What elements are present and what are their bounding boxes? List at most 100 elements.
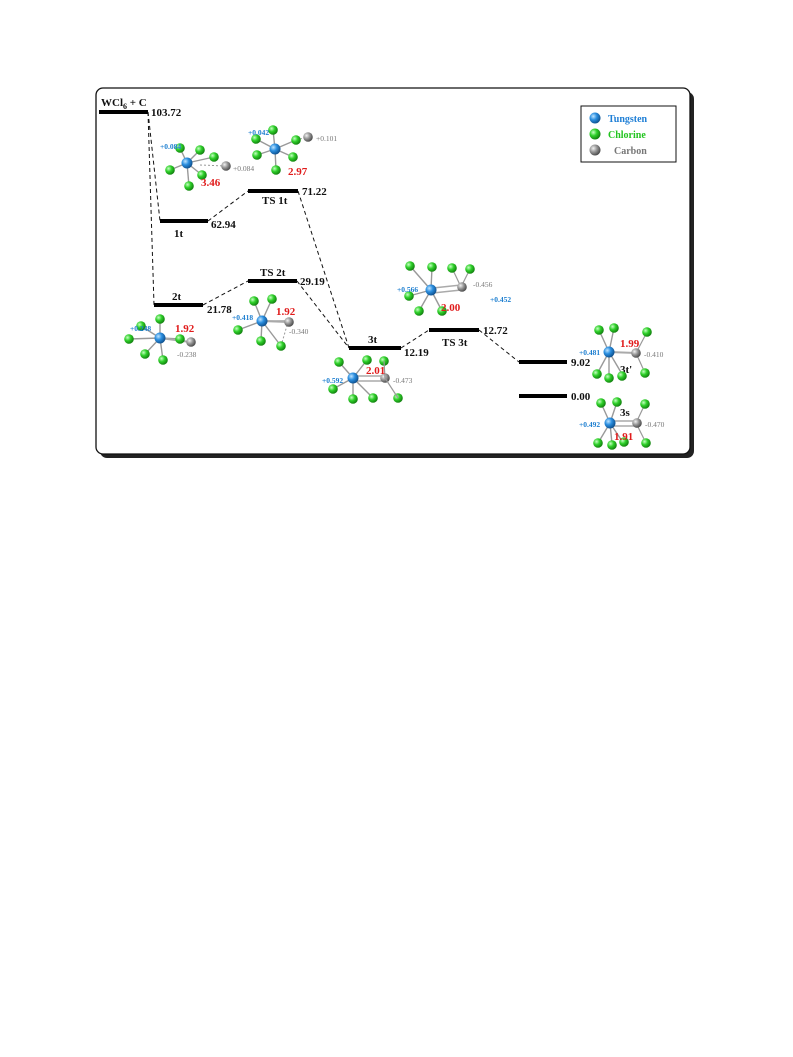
c-charge: -0.410 [644, 350, 664, 359]
tungsten-atom [154, 332, 166, 344]
carbon-atom [457, 282, 467, 292]
chlorine-atom [640, 368, 650, 378]
tungsten-atom [604, 417, 616, 429]
w-charge: +0.418 [232, 313, 253, 322]
structure-1t: +0.084 +0.084 3.46 [160, 142, 254, 191]
state-1t-energy: 62.94 [211, 219, 236, 231]
w-charge: +0.566 [397, 285, 418, 294]
c-charge: -0.238 [177, 350, 197, 359]
chlorine-atom [592, 369, 602, 379]
chlorine-atom [267, 294, 277, 304]
chlorine-atom [140, 349, 150, 359]
bond-length: 2.00 [441, 302, 461, 314]
legend-carbon-label: Carbon [614, 146, 647, 157]
state-3s-name: 3s [620, 407, 631, 419]
structure-ts1t: +0.042 +0.101 2.97 [248, 125, 337, 178]
carbon-atom [303, 132, 313, 142]
chlorine-atom [209, 152, 219, 162]
bond-length: 1.92 [276, 306, 296, 318]
bond-length: 2.01 [366, 365, 385, 377]
chlorine-atom [612, 397, 622, 407]
c-charge: -0.473 [393, 376, 413, 385]
carbon-atom [284, 317, 294, 327]
c-charge: -0.340 [289, 327, 309, 336]
chlorine-atom [596, 398, 606, 408]
structure-3t: +0.592 -0.473 2.01 [322, 355, 413, 404]
legend-chlorine-label: Chlorine [608, 130, 646, 141]
state-ts1t-name: TS 1t [262, 195, 288, 207]
chlorine-atom [348, 394, 358, 404]
chlorine-atom [124, 334, 134, 344]
c-charge: +0.101 [316, 134, 337, 143]
tungsten-atom [603, 346, 615, 358]
tungsten-atom [425, 284, 437, 296]
chlorine-atom [195, 145, 205, 155]
bond-length: 1.92 [175, 323, 195, 335]
chlorine-atom [619, 437, 629, 447]
chlorine-atom [158, 355, 168, 365]
chlorine-atom [197, 170, 207, 180]
chlorine-atom [405, 261, 415, 271]
w-charge: +0.592 [322, 376, 343, 385]
w-charge: +0.042 [248, 128, 269, 137]
chlorine-atom [604, 373, 614, 383]
chlorine-atom [362, 355, 372, 365]
bond-length: 1.91 [614, 431, 633, 443]
ch-charge: +0.452 [490, 295, 511, 304]
carbon-atom [221, 161, 231, 171]
carbon-atom [631, 348, 641, 358]
carbon-atom [632, 418, 642, 428]
chlorine-atom [414, 306, 424, 316]
reactant-energy: 103.72 [151, 107, 182, 119]
chlorine-atom [334, 357, 344, 367]
state-2t-name: 2t [172, 291, 182, 303]
c-charge: -0.470 [645, 420, 665, 429]
structure-2t: +0.248 -0.238 1.92 [124, 314, 197, 365]
c-charge: +0.084 [233, 164, 254, 173]
chlorine-atom [136, 321, 146, 331]
chlorine-atom [165, 165, 175, 175]
chlorine-atom [249, 296, 259, 306]
tungsten-atom [256, 315, 268, 327]
chlorine-atom [288, 152, 298, 162]
chlorine-atom [252, 150, 262, 160]
chlorine-atom [184, 181, 194, 191]
state-3t-energy: 12.19 [404, 347, 429, 359]
state-ts2t-energy: 29.19 [300, 276, 325, 288]
tungsten-atom [347, 372, 359, 384]
chlorine-atom [175, 143, 185, 153]
state-ts2t-name: TS 2t [260, 267, 286, 279]
chlorine-atom [641, 438, 651, 448]
state-1t-name: 1t [174, 228, 184, 240]
structure-3t-prime: +0.481 -0.410 1.99 [579, 323, 664, 383]
chlorine-atom [271, 165, 281, 175]
tungsten-atom [269, 143, 281, 155]
chlorine-atom [593, 438, 603, 448]
tungsten-legend-icon [589, 112, 601, 124]
legend-tungsten-label: Tungsten [608, 114, 648, 125]
state-3s-energy: 0.00 [571, 391, 591, 403]
chlorine-atom [175, 334, 185, 344]
state-2t-energy: 21.78 [207, 304, 232, 316]
bond-length: 1.99 [620, 338, 640, 350]
chlorine-legend-icon [589, 128, 601, 140]
chlorine-atom [465, 264, 475, 274]
w-charge: +0.492 [579, 420, 600, 429]
w-charge: +0.084 [160, 142, 181, 151]
chlorine-atom [609, 323, 619, 333]
state-3t-name: 3t [368, 334, 378, 346]
chlorine-atom [437, 306, 447, 316]
carbon-legend-icon [589, 144, 601, 156]
chlorine-atom [268, 125, 278, 135]
energy-levels [99, 110, 567, 398]
chlorine-atom [594, 325, 604, 335]
carbon-atom [186, 337, 196, 347]
chlorine-atom [368, 393, 378, 403]
structure-ts2t: +0.418 -0.340 1.92 [232, 294, 309, 351]
structure-3s: +0.492 -0.470 1.91 [579, 397, 665, 450]
legend: Tungsten Chlorine Carbon [580, 105, 677, 163]
chlorine-atom [155, 314, 165, 324]
state-ts3t-energy: 12.72 [483, 325, 508, 337]
chlorine-atom [642, 327, 652, 337]
